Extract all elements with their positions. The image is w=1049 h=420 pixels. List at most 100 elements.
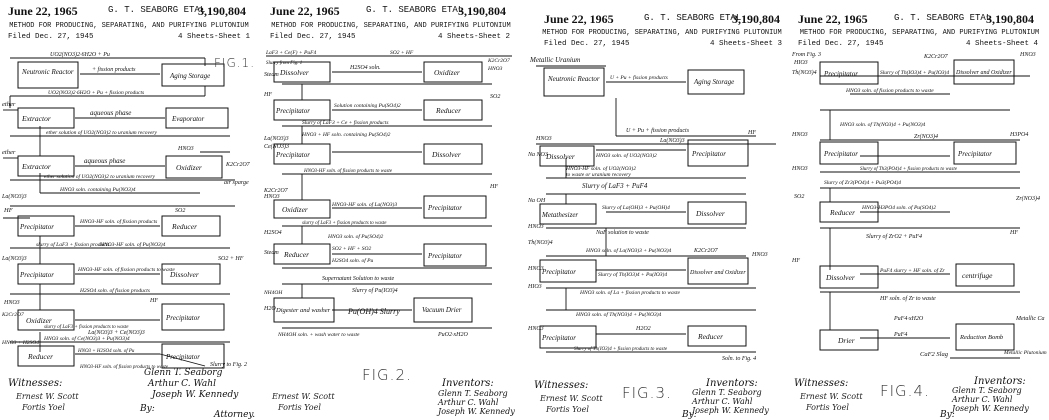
box-label: Extractor	[21, 162, 51, 171]
flow-label: Metallic Uranium	[529, 56, 580, 64]
box-label: Precipitator	[427, 204, 462, 212]
flow-label: La(NO3)3	[1, 193, 27, 200]
box-dissolver	[161, 263, 221, 285]
box-centrifuge	[955, 263, 1015, 287]
inventors-label: Inventors:	[442, 378, 494, 389]
inventors-label: Inventors:	[706, 378, 758, 389]
flow-label: NH4OH soln. + wash water to waste	[277, 331, 360, 338]
box-label: Precipitator	[19, 223, 54, 231]
flow-diagram-fig3: Neutronic Reactor Aging Storage Dissolve…	[527, 56, 776, 362]
flow-label: Slurry of La(OH)3 + Pu(OH)4	[602, 204, 670, 211]
flow-label: NH4OH	[263, 289, 283, 296]
box-precipitator	[819, 61, 879, 85]
sheet-header: June 22, 1965 G. T. SEABORG ETAL 3,190,8…	[0, 0, 258, 48]
patent-inventor: G. T. SEABORG ETAL	[366, 5, 464, 15]
flow-label: Solution containing Pu(SO4)2	[334, 102, 401, 109]
box-reactor	[543, 67, 605, 97]
flow-label: SO2	[794, 194, 804, 200]
flow-label: SO2	[175, 208, 185, 214]
flow-label: Slurry of Pu(IO3)4	[352, 287, 398, 294]
flow-label: HF	[747, 130, 756, 136]
box-reducer-2	[17, 345, 75, 367]
flow-label: K2Cr2O7	[225, 162, 251, 168]
filed-date: Filed Dec. 27, 1945	[798, 40, 884, 48]
sheet-label: 4 Sheets-Sheet 2	[438, 33, 511, 41]
flow-label: PuF4	[893, 331, 907, 338]
box-dissolver	[819, 265, 879, 289]
flow-label: HF	[149, 298, 158, 304]
inventor-names: Glenn T. Seaborg Arthur C. Wahl Joseph W…	[692, 388, 769, 415]
box-label: Precipitator	[823, 150, 858, 158]
flow-label: La(NO3)3	[1, 255, 27, 262]
flow-label: Th(NO3)4	[792, 69, 817, 76]
box-label: Precipitator	[19, 271, 54, 279]
witnesses-label: Witnesses:	[8, 378, 63, 389]
flow-label: HNO3 soln. of fission products to waste	[845, 87, 934, 94]
flow-label: SO2 + HF	[390, 50, 414, 56]
box-extractor	[17, 107, 75, 129]
box-label: Drier	[837, 336, 855, 345]
flow-label: UO2(NO3)2·6H2O + Pu	[50, 51, 110, 58]
flow-diagram-fig1: Neutronic Reactor Aging Storage Extracto…	[1, 51, 251, 370]
box-dissolver	[539, 145, 595, 167]
flow-label: HIO3	[527, 284, 542, 290]
flow-label: H2SO4 soln. of Pu	[331, 257, 374, 264]
flow-label: CaF2 Slag	[920, 351, 949, 358]
flow-label: Slurry of Th(IO3)4 + fission products to…	[574, 347, 668, 352]
sheet-header: June 22, 1965 G. T. SEABORG ETAL 3,190,8…	[790, 0, 1049, 48]
flow-label: ether solution of UO2(NO3)2 to uranium r…	[44, 173, 156, 180]
patent-title: METHOD FOR PRODUCING, SEPARATING, AND PU…	[9, 22, 249, 30]
sheet-label: 4 Sheets-Sheet 3	[710, 40, 783, 48]
flow-label: HNO3	[751, 252, 768, 258]
flow-label: Steam	[264, 250, 279, 256]
flow-label: slurry of LaF3 + fission products to was…	[44, 325, 129, 330]
box-label: Oxidizer	[176, 163, 202, 172]
flow-label: La(NO3)3 + Ce(NO3)3	[87, 329, 145, 336]
flow-label: LaF3 + Ce(F) + PuF4	[265, 49, 316, 56]
flow-label: Slurry of LaF3 + PuF4	[582, 182, 648, 190]
patent-date: June 22, 1965	[8, 4, 78, 18]
box-label: Reducer	[697, 332, 723, 341]
flow-label: Slurry of Th(IO3)4 + Pu(IO3)4	[598, 271, 667, 278]
box-reducer	[819, 201, 879, 223]
sheet-header: June 22, 1965 G. T. SEABORG ETAL 3,190,8…	[526, 0, 786, 48]
inventor-names: Glenn T. Seaborg Arthur C. Wahl Joseph W…	[438, 389, 515, 416]
flow-label: U + Pu + fission products	[626, 127, 690, 134]
filed-date: Filed Dec. 27, 1945	[8, 33, 94, 41]
flow-label: HNO3 soln. of La(NO3)3 + Pu(NO3)4	[585, 247, 672, 254]
box-dissolver-2	[423, 143, 483, 165]
patent-sheet-3: June 22, 1965 G. T. SEABORG ETAL 3,190,8…	[526, 0, 786, 420]
flow-label: SO2 + HF	[218, 256, 244, 262]
flow-label: H2O2	[635, 326, 651, 332]
inventor-name: Glenn T. Seaborg	[952, 386, 1022, 395]
box-precipitator-4	[161, 343, 225, 369]
inventors-label: Inventors:	[974, 376, 1026, 387]
box-reducer	[161, 215, 221, 237]
flow-label: La(NO3)3	[659, 137, 685, 144]
patent-number: 3,190,804	[986, 12, 1034, 26]
box-dissolver-oxidizer	[687, 257, 749, 285]
flow-label: to waste or uranium recovery	[566, 172, 631, 178]
figure-label: FIG.2.	[362, 366, 412, 384]
flow-label: Slurry of LaF3 + Ce + fission products	[302, 119, 389, 126]
box-precipitator-2	[539, 259, 597, 283]
flow-label: HNO3 soln. of Th(NO3)4 + Pu(NO3)4	[575, 311, 662, 318]
box-precipitator	[17, 215, 75, 237]
by-label: By:	[682, 410, 697, 420]
flow-label: HNO3-HF soln. of fission products to was…	[303, 169, 393, 174]
filed-date: Filed Dec. 27, 1945	[270, 33, 356, 41]
flow-label: K2Cr2O7	[923, 54, 949, 60]
flow-label: Zr(NO3)4	[1016, 195, 1040, 202]
flow-label: U + Pu + fission products	[610, 74, 668, 81]
box-precipitator-2	[273, 143, 331, 165]
flow-label: HNO3 soln. of UO2(NO3)2	[595, 152, 657, 159]
box-precipitator-2	[819, 141, 879, 165]
box-aging-storage	[161, 63, 225, 87]
flow-label: Slurry of Th3(PO4)4 + fission products t…	[860, 167, 958, 172]
patent-number: 3,190,804	[458, 4, 506, 18]
witness-signature: Ernest W. Scott	[540, 394, 603, 403]
witnesses-label: Witnesses:	[794, 378, 849, 389]
flow-label: Slurry of ZrO2 + PuF4	[866, 233, 922, 240]
flow-label: HNO3-HF soln. of fission products	[79, 218, 157, 225]
box-vacuum-drier	[413, 297, 473, 323]
